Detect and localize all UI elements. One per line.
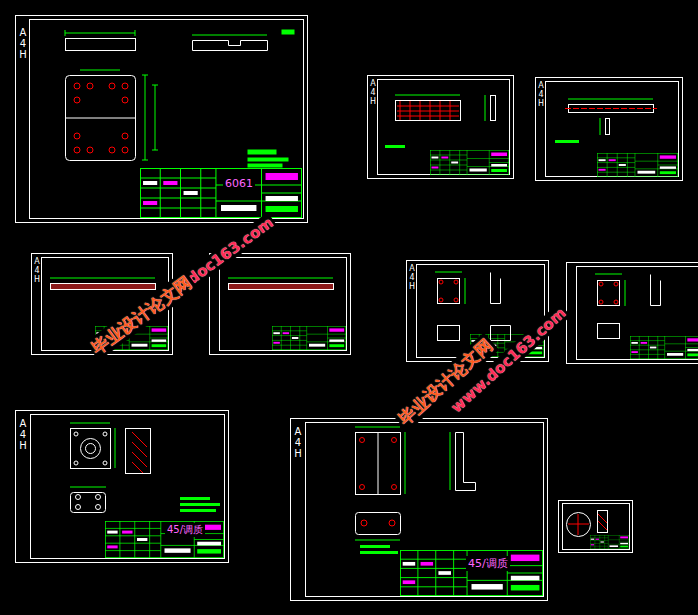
sheet-size-code: A4H: [537, 82, 545, 108]
sheet-size-code: A4H: [18, 27, 28, 60]
material-label: 45/调质: [165, 523, 205, 537]
sheet-size-code: A4H: [369, 80, 377, 106]
drawing-sheet: A4H 6061: [15, 15, 307, 222]
material-label: 45/调质: [466, 556, 510, 571]
drawing-sheet: A4H 45/调质: [290, 418, 547, 600]
drawing-sheet: A4H: [367, 75, 513, 178]
material-label: 6061: [223, 177, 255, 190]
drawing-sheet: A4H 45/调质: [15, 410, 228, 562]
sheet-size-code: A4H: [33, 258, 41, 284]
drawing-sheet: A4H: [535, 77, 682, 180]
sheet-size-code: A4H: [293, 426, 303, 459]
sheet-size-code: A4H: [18, 418, 28, 451]
sheet-size-code: A4H: [408, 265, 416, 291]
